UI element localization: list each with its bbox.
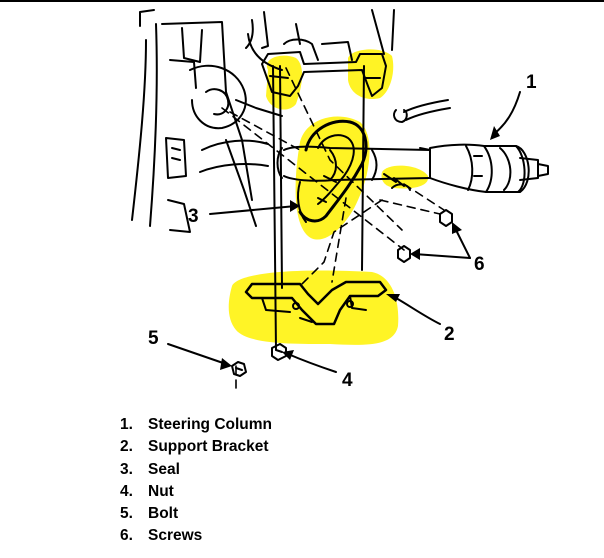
leader-6a: [455, 229, 471, 259]
leader-lines: [167, 91, 521, 373]
highlight-upper-left: [266, 55, 303, 110]
legend-label: Screws: [148, 527, 203, 545]
seal: [297, 119, 368, 223]
legend-item: 2. Support Bracket: [120, 436, 272, 458]
callout-2: 2: [444, 324, 455, 345]
highlight-bracket: [228, 270, 399, 345]
legend-number: 4.: [120, 482, 133, 500]
parts-legend: 1. Steering Column 2. Support Bracket 3. Se…: [120, 414, 272, 548]
legend-label: Nut: [148, 482, 174, 500]
legend-number: 6.: [120, 527, 133, 545]
bolt: [231, 361, 247, 377]
legend-item: 5. Bolt: [120, 503, 272, 525]
upper-mounting-plate: [261, 38, 387, 97]
leader-4: [287, 353, 337, 373]
callout-5: 5: [148, 328, 159, 349]
highlight-marks: [228, 49, 429, 345]
steering-column-diagram: 1 2 3 4 5 6: [131, 9, 549, 391]
legend-label: Bolt: [148, 505, 179, 523]
legend-label: Seal: [148, 460, 180, 478]
legend-item: 1. Steering Column: [120, 414, 272, 436]
leader-1: [493, 91, 521, 135]
leader-3: [209, 205, 297, 215]
line-art: [131, 9, 549, 389]
legend-number: 1.: [120, 416, 133, 433]
legend-number: 3.: [120, 460, 133, 478]
callout-3: 3: [188, 206, 199, 227]
support-bracket: [244, 280, 388, 326]
arrowheads: [220, 126, 500, 370]
callout-1: 1: [526, 72, 537, 93]
right-stud: [361, 65, 365, 271]
shift-lever: [393, 99, 451, 123]
leader-2: [395, 297, 441, 325]
legend-number: 2.: [120, 438, 133, 456]
legend-item: 6. Screws: [120, 525, 272, 547]
screws: [383, 173, 453, 263]
legend-number: 5.: [120, 505, 133, 523]
top-border: [0, 0, 604, 2]
highlight-column-tube: [381, 165, 429, 189]
leader-6b: [413, 253, 471, 259]
column-head: [429, 143, 549, 193]
alignment-lines: [221, 67, 445, 389]
legend-label: Steering Column: [148, 416, 273, 433]
legend-item: 3. Seal: [120, 459, 272, 481]
leader-5: [167, 343, 227, 365]
legend-label: Support Bracket: [148, 438, 269, 456]
callout-6: 6: [474, 254, 485, 275]
legend-item: 4. Nut: [120, 481, 272, 503]
callout-4: 4: [342, 370, 353, 391]
callout-labels: 1 2 3 4 5 6: [148, 72, 537, 391]
